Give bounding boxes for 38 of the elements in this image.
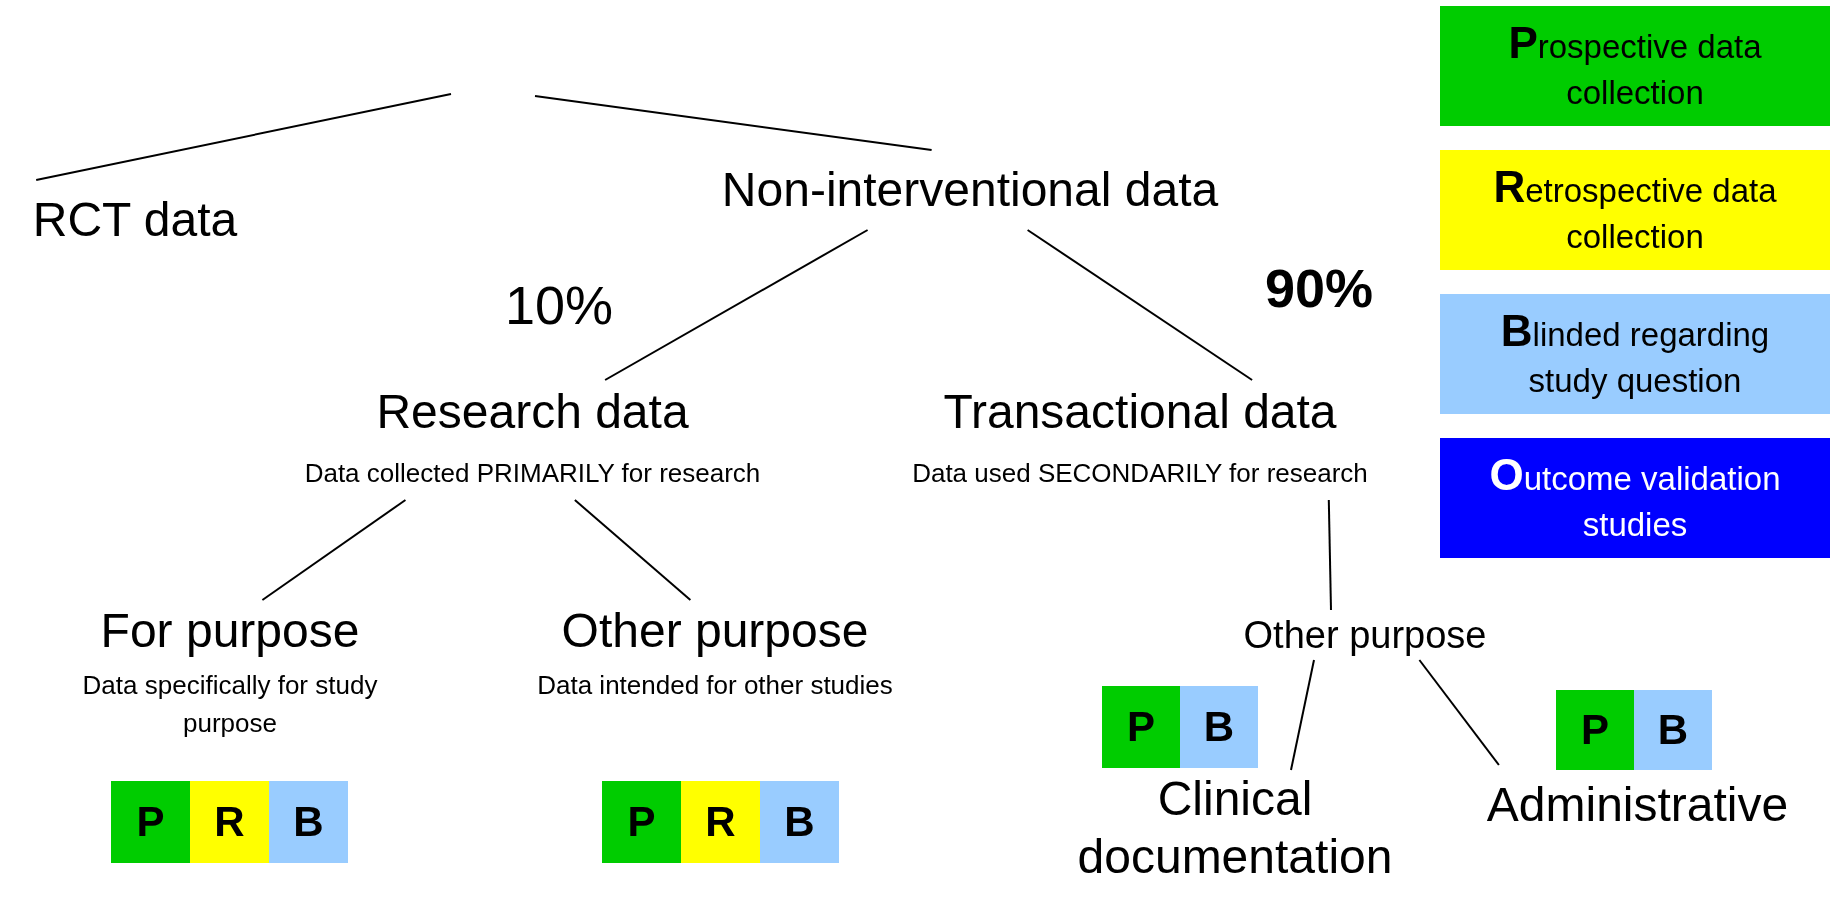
letter-tile: B — [760, 781, 839, 863]
node-description: Data specifically for study purpose — [81, 669, 379, 740]
node-label: Other purpose — [1242, 613, 1488, 658]
tree-line — [261, 499, 407, 601]
key-box: Outcome validation studies — [1440, 438, 1830, 558]
tree-line — [1327, 499, 1332, 611]
tree-line — [1418, 659, 1500, 766]
letter-tile: P — [1556, 690, 1634, 770]
tree-line — [1290, 659, 1315, 771]
node-description: Data collected PRIMARILY for research — [303, 457, 762, 490]
node-description: Data used SECONDARILY for research — [911, 457, 1369, 490]
node-label: Transactional data — [942, 384, 1338, 440]
percentage-label: 10% — [505, 275, 614, 335]
letter-tile: B — [269, 781, 348, 863]
node-label: RCT data — [31, 192, 239, 248]
letter-tile: B — [1180, 686, 1258, 768]
node-label: Administrative — [1485, 777, 1790, 833]
tree-line — [1026, 229, 1254, 381]
node-label: Other purpose — [560, 603, 870, 659]
node-description: Data intended for other studies — [536, 669, 894, 702]
node-label: Research data — [375, 384, 690, 440]
letter-tile: R — [190, 781, 269, 863]
percentage-label: 90% — [1265, 258, 1374, 318]
key-box: Prospective data collection — [1440, 6, 1830, 126]
letter-tile: R — [681, 781, 760, 863]
key-box: Retrospective data collection — [1440, 150, 1830, 270]
letter-tile: B — [1634, 690, 1712, 770]
tree-line — [573, 499, 692, 601]
node-label: For purpose — [99, 603, 361, 659]
tree-line — [534, 95, 933, 151]
letter-tile: P — [602, 781, 681, 863]
tree-line — [604, 229, 869, 381]
tree-line — [35, 93, 452, 181]
key-box: Blinded regarding study question — [1440, 294, 1830, 414]
letter-tile: P — [111, 781, 190, 863]
node-label: Clinical documentation — [1076, 771, 1394, 885]
letter-tile: P — [1102, 686, 1180, 768]
node-label: Non-interventional data — [720, 162, 1220, 218]
